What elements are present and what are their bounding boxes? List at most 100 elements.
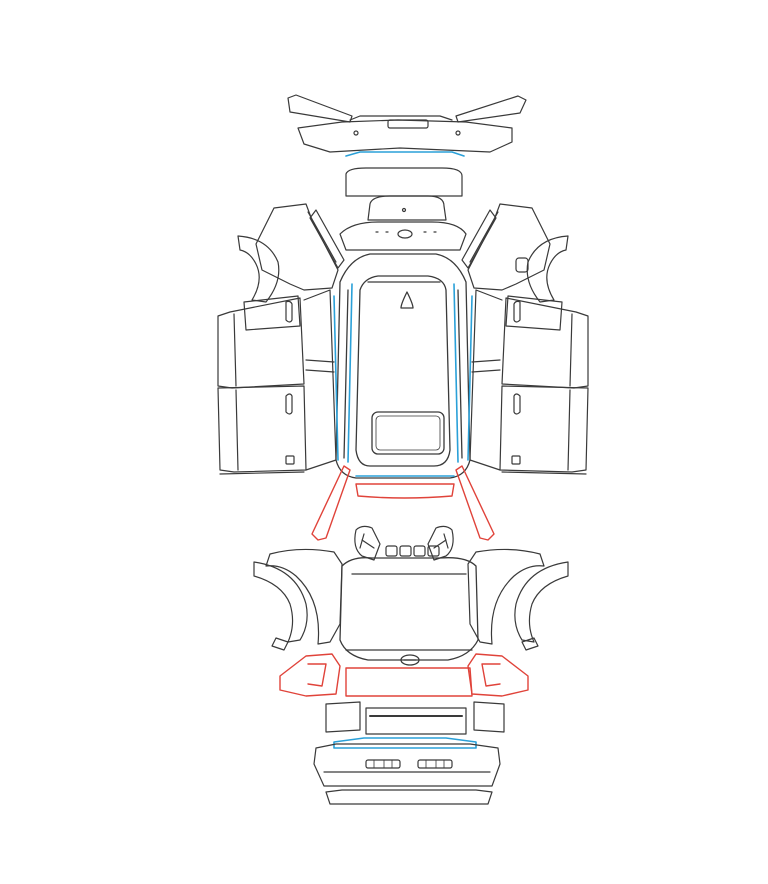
rear-window-parts	[345, 167, 463, 221]
right-fog-lamp-panel	[473, 701, 505, 733]
lower-vent-left	[365, 759, 401, 769]
right-quarter-panel	[461, 203, 569, 331]
rear-bumper-top-shell	[339, 221, 467, 251]
bumper-splitter	[325, 789, 493, 805]
left-mirror-detail	[359, 533, 375, 549]
rear-hatch-lower-panel	[367, 195, 447, 221]
roof-rail-left	[343, 289, 349, 459]
rear-spoiler-left-wing	[287, 94, 353, 123]
lower-vent-right	[417, 759, 453, 769]
rear-spoiler-right-wing	[455, 95, 527, 123]
front-bumper-upper	[325, 701, 505, 735]
left-front-fender	[253, 548, 343, 651]
left-rear-arch	[237, 235, 280, 303]
right-front-door	[499, 385, 589, 473]
right-headlight-impact-inner	[481, 663, 501, 687]
roof-panel	[355, 275, 451, 467]
right-rear-arch	[526, 235, 569, 303]
left-fender-outer	[265, 548, 343, 645]
front-emblem-icon	[400, 654, 420, 666]
left-door-frame-inner	[303, 289, 337, 471]
right-door-frame-inner	[469, 289, 503, 471]
rear-emblem-icon	[397, 229, 413, 239]
right-headlight-impact-zone	[467, 653, 529, 697]
right-mirror-detail	[433, 533, 449, 549]
left-headlight-impact-inner	[307, 663, 327, 687]
left-fender-arch	[253, 561, 308, 643]
right-rear-door-handle	[513, 300, 521, 323]
right-front-door-edge	[567, 389, 571, 471]
sunroof-panel	[371, 411, 445, 455]
sensor-pad-1	[385, 545, 398, 557]
grille-panel	[365, 707, 467, 735]
front-sensor-pads	[385, 545, 440, 557]
right-rocker	[501, 471, 587, 475]
right-front-door-handle	[513, 393, 521, 415]
bumper-glass-strip	[333, 737, 477, 749]
shark-fin-antenna-icon	[400, 291, 414, 309]
rear-window-panel	[345, 167, 463, 197]
left-fog-lamp-panel	[325, 701, 361, 733]
rear-spoiler-center	[297, 119, 513, 153]
rear-spoiler-bolt-right	[455, 130, 461, 136]
right-mirror-mount	[511, 455, 521, 465]
right-front-fender	[467, 548, 569, 651]
right-quarter-window-line	[469, 211, 499, 263]
lower-vent-grid	[373, 759, 445, 769]
front-impact-zones	[279, 653, 529, 697]
bumper-lower-shell	[313, 743, 501, 787]
sensor-pad-2	[399, 545, 412, 557]
left-mirror-cap	[354, 525, 381, 561]
right-fender-outer	[467, 548, 545, 645]
left-doors	[217, 289, 337, 475]
left-quarter-outer	[255, 203, 339, 291]
rear-spoiler-bolt-left	[353, 130, 359, 136]
left-mirror-mount	[285, 455, 295, 465]
left-quarter-window-line	[307, 211, 337, 263]
sensor-pad-4	[427, 545, 440, 557]
left-rear-door-handle	[285, 300, 293, 323]
right-glass-strip-outer	[467, 295, 473, 461]
left-front-door-edge	[235, 389, 239, 471]
left-rocker	[219, 471, 305, 475]
front-bumper-lower	[313, 743, 501, 805]
left-front-door-handle	[285, 393, 293, 415]
right-a-pillar-impact-zone	[455, 465, 495, 541]
right-c-pillar-trim	[461, 209, 497, 269]
right-quarter-lower	[505, 295, 563, 331]
left-c-pillar-trim	[309, 209, 345, 269]
left-quarter-panel	[237, 203, 345, 331]
left-front-door	[217, 385, 307, 473]
glass-strip-right-inner	[453, 283, 459, 463]
rear-hatch-washer-dot	[401, 207, 407, 213]
sunroof-glass-inner	[375, 415, 441, 451]
right-fuel-door	[515, 257, 529, 273]
left-rear-door-edge	[233, 313, 237, 387]
rear-spoiler-lamp	[387, 119, 429, 129]
right-window-sill	[471, 359, 501, 373]
sensor-pad-3	[413, 545, 426, 557]
rear-spoiler-assembly	[287, 94, 527, 153]
right-fender-arch	[514, 561, 569, 643]
right-mirror-cap	[427, 525, 454, 561]
left-fender-trim	[271, 637, 289, 651]
left-quarter-lower	[243, 295, 301, 331]
right-doors	[469, 289, 589, 475]
windshield-impact-zone	[355, 483, 455, 499]
side-mirrors	[354, 525, 454, 561]
hood-assembly	[339, 557, 479, 666]
left-headlight-impact-zone	[279, 653, 341, 697]
left-rear-door	[217, 297, 305, 389]
left-a-pillar-impact-zone	[311, 465, 351, 541]
hood-outer	[339, 557, 479, 661]
roof-rail-right	[457, 289, 463, 459]
rear-glass-top-strip	[345, 151, 465, 157]
a-pillar-glass-strips	[347, 283, 459, 477]
roof-and-body	[335, 253, 471, 479]
bumper-center-impact-zone	[345, 667, 473, 697]
right-fender-trim	[521, 637, 539, 651]
glass-strip-left-inner	[347, 283, 353, 463]
right-rear-door-edge	[569, 313, 573, 387]
